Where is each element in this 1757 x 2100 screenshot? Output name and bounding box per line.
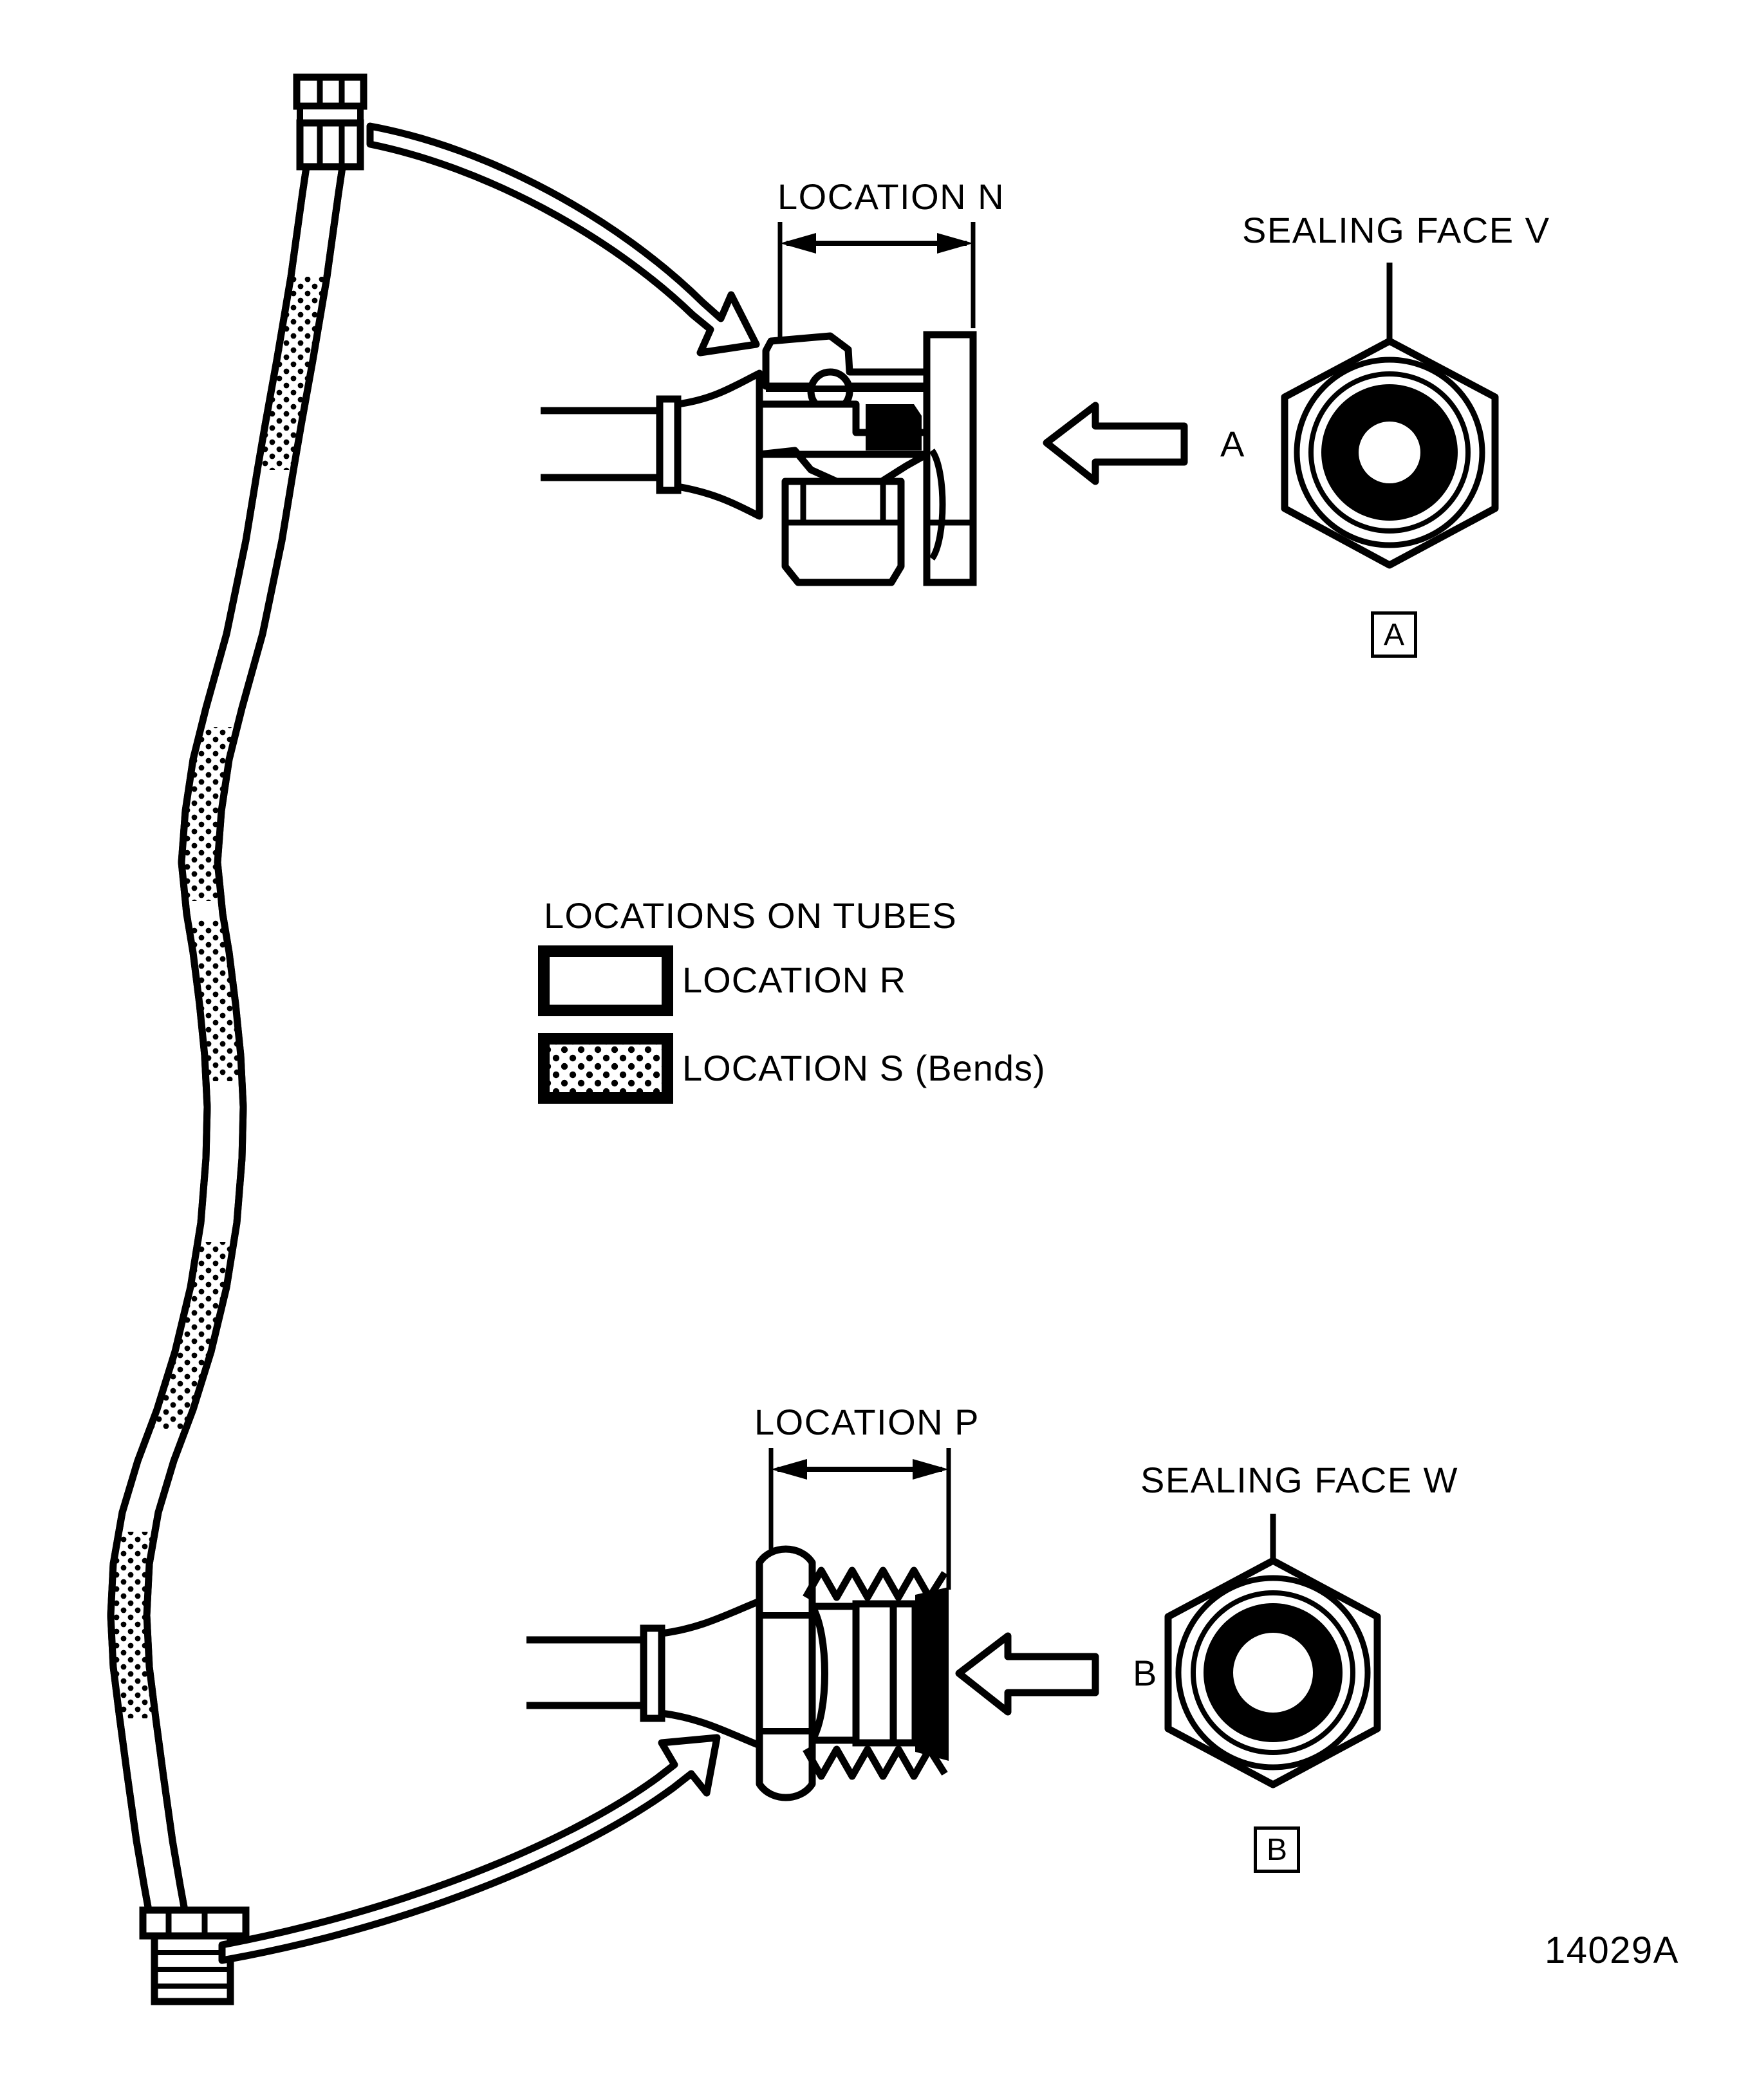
hexnut-a-bore (1359, 422, 1420, 483)
view-box-a-letter: A (1383, 617, 1404, 652)
view-b-sealing-face-w (1164, 1514, 1381, 1789)
view-box-a: A (1371, 611, 1417, 658)
view-arrow-b (955, 1632, 1099, 1716)
fitting-n-flange-inner (929, 449, 946, 561)
legend-title: LOCATIONS ON TUBES (544, 895, 957, 936)
dim-arrowhead-right-n (937, 233, 973, 254)
fitting-p-threads-bottom (803, 1745, 948, 1780)
view-arrow-a (1043, 402, 1188, 485)
hexnut-b-bore (1228, 1628, 1318, 1718)
figure-code: 14029A (1545, 1929, 1679, 1971)
legend-swatch-location-r (538, 945, 673, 1016)
view-a-sealing-face-v (1281, 263, 1499, 569)
legend-swatch-location-s (538, 1033, 673, 1104)
label-sealing-face-v: SEALING FACE V (1242, 210, 1550, 250)
label-location-p: LOCATION P (754, 1402, 980, 1442)
fitting-p-shank-band (889, 1600, 919, 1747)
fitting-p-flare (658, 1597, 763, 1749)
leader-arrow-bottom (218, 1734, 721, 1964)
label-sealing-face-w: SEALING FACE W (1140, 1460, 1458, 1500)
fitting-p-dark-seal (915, 1587, 949, 1761)
label-location-n: LOCATION N (777, 176, 1005, 217)
legend-swatches (538, 945, 673, 1104)
dim-arrowhead-left-n (780, 233, 816, 254)
fitting-n-hexnut (781, 478, 905, 586)
leader-arrow-top (366, 122, 760, 357)
label-view-arrow-b: B (1133, 1653, 1157, 1693)
view-box-b: B (1254, 1826, 1300, 1873)
fitting-p-barrel (808, 1603, 860, 1744)
legend-item-label-0: LOCATION R (682, 960, 907, 1000)
detail-location-p (526, 1448, 1099, 1801)
tube-bottom-fitting (139, 1906, 250, 2005)
detail-location-n (541, 222, 1188, 586)
tube-outline-overlay (107, 116, 353, 1925)
fitting-p-hexnut (756, 1545, 816, 1801)
dim-arrowhead-left-p (771, 1459, 807, 1480)
dim-arrowhead-right-p (913, 1459, 949, 1480)
fitting-p-threads-top (803, 1566, 948, 1601)
fitting-n-dark-seal (866, 404, 922, 451)
tube-top-fitting (293, 73, 367, 171)
legend-item-label-1: LOCATION S (Bends) (682, 1048, 1046, 1088)
view-box-b-letter: B (1266, 1832, 1287, 1867)
tube-assembly (107, 73, 367, 2005)
fitting-n-flare (674, 369, 763, 520)
label-view-arrow-a: A (1220, 423, 1245, 464)
